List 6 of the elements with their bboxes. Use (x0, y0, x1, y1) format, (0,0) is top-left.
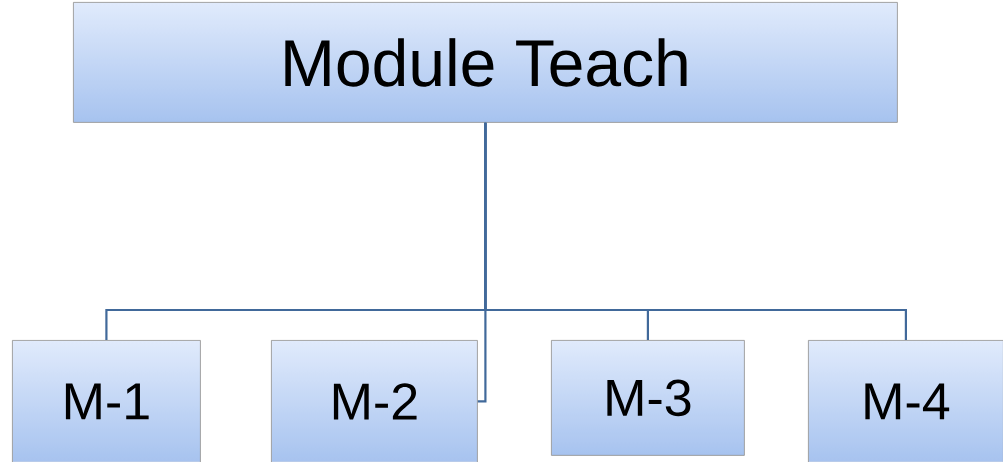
module-box: M-4 (808, 340, 1003, 462)
connector-line (484, 122, 907, 340)
module-box: M-2 (271, 340, 478, 462)
title-box: Module Teach (73, 2, 898, 123)
module-box: M-3 (551, 340, 745, 456)
module-box: M-1 (12, 340, 201, 462)
